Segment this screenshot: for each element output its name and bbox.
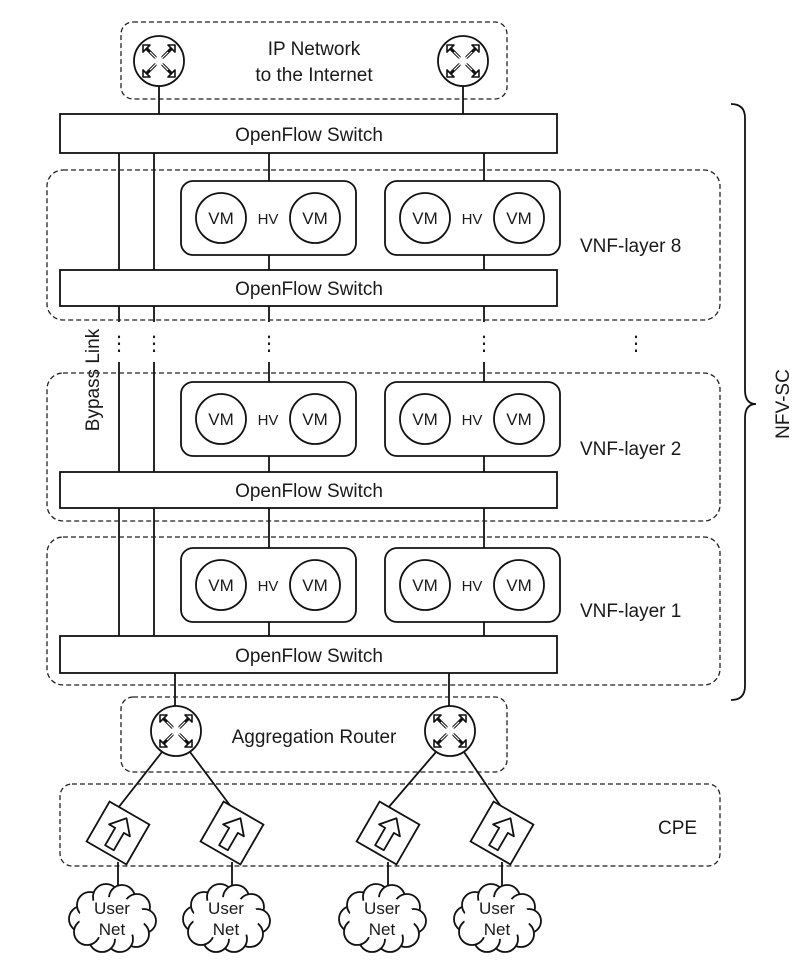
vm-label: VM bbox=[412, 209, 438, 228]
vm-circle bbox=[493, 559, 545, 611]
vm-label: VM bbox=[412, 576, 438, 595]
hv-label: HV bbox=[462, 412, 483, 429]
user-net-label-line1: User bbox=[479, 899, 515, 918]
vm-circle bbox=[493, 393, 545, 445]
user-net-label-line1: User bbox=[364, 899, 400, 918]
cpe-arrow-icon bbox=[469, 800, 535, 866]
vm-label: VM bbox=[302, 410, 328, 429]
user-net-label-line1: User bbox=[208, 899, 244, 918]
router-icon bbox=[133, 35, 185, 87]
router-icon bbox=[424, 705, 476, 757]
openflow-switch-layer-1-label: OpenFlow Switch bbox=[235, 646, 383, 667]
vm-label: VM bbox=[302, 576, 328, 595]
ellipsis-1: ⋮ bbox=[109, 333, 129, 355]
vm-label: VM bbox=[208, 576, 234, 595]
vm-label: VM bbox=[208, 209, 234, 228]
ellipsis-4: ⋮ bbox=[474, 333, 494, 355]
vnf-layer-1-label: VNF-layer 1 bbox=[580, 601, 681, 622]
ip-network-group bbox=[120, 21, 508, 100]
hv-label: HV bbox=[258, 578, 279, 595]
openflow-switch-top bbox=[59, 113, 558, 154]
openflow-switch-layer-1 bbox=[59, 635, 558, 674]
hypervisor-box: VM VM HV bbox=[180, 547, 357, 623]
openflow-switch-layer-8 bbox=[59, 269, 558, 307]
cpe-arrow-icon bbox=[199, 800, 265, 866]
cpe-devices bbox=[85, 800, 535, 866]
vnf-layer-2-label: VNF-layer 2 bbox=[580, 439, 681, 460]
openflow-switch-layer-2 bbox=[59, 471, 558, 509]
vnf-layer-2-group bbox=[46, 372, 721, 522]
vm-circle bbox=[399, 559, 451, 611]
vm-circle bbox=[289, 559, 341, 611]
routers bbox=[133, 35, 489, 757]
vm-label: VM bbox=[412, 410, 438, 429]
openflow-switch-top-label: OpenFlow Switch bbox=[235, 125, 383, 146]
hv-label: HV bbox=[462, 578, 483, 595]
vm-circle bbox=[195, 192, 247, 244]
vm-label: VM bbox=[506, 209, 532, 228]
vm-circle bbox=[493, 192, 545, 244]
vm-label: VM bbox=[506, 410, 532, 429]
aggregation-router-label: Aggregation Router bbox=[232, 727, 397, 748]
vm-label: VM bbox=[302, 209, 328, 228]
hv-label: HV bbox=[258, 211, 279, 228]
user-net-label-line1: User bbox=[94, 899, 130, 918]
link-agg-cpe-2 bbox=[189, 751, 233, 809]
ip-network-label-line2: to the Internet bbox=[255, 65, 373, 86]
vm-circle bbox=[195, 559, 247, 611]
vnf-layer-1-group bbox=[46, 536, 721, 686]
cpe-arrow-icon bbox=[355, 800, 421, 866]
hypervisor-box: VM VM HV bbox=[384, 547, 561, 623]
user-net-label-line2: Net bbox=[369, 920, 396, 939]
openflow-switch-layer-8-label: OpenFlow Switch bbox=[235, 279, 383, 300]
link-agg-cpe-3 bbox=[387, 751, 437, 809]
vnf-layer-8-group bbox=[46, 169, 721, 321]
nfv-sc-label: NFV-SC bbox=[773, 369, 794, 439]
vm-circle bbox=[289, 393, 341, 445]
hypervisor-box: VM VM HV bbox=[180, 381, 357, 457]
nfv-sc-brace bbox=[730, 103, 757, 701]
user-net-label-line2: Net bbox=[484, 920, 511, 939]
router-icon bbox=[150, 705, 202, 757]
hypervisor-box: VM VM HV bbox=[180, 180, 357, 256]
vm-circle bbox=[399, 393, 451, 445]
link-agg-cpe-1 bbox=[117, 751, 163, 809]
openflow-switch-layer-2-label: OpenFlow Switch bbox=[235, 481, 383, 502]
hv-label: HV bbox=[258, 412, 279, 429]
link-agg-cpe-4 bbox=[463, 751, 503, 809]
vnf-layer-8-label: VNF-layer 8 bbox=[580, 236, 681, 257]
vm-label: VM bbox=[506, 576, 532, 595]
router-icon bbox=[437, 35, 489, 87]
ellipsis-2: ⋮ bbox=[144, 333, 164, 355]
cpe-label: CPE bbox=[658, 818, 697, 839]
cpe-group bbox=[59, 783, 721, 867]
ellipsis-3: ⋮ bbox=[259, 333, 279, 355]
vm-circle bbox=[399, 192, 451, 244]
user-net-label-line2: Net bbox=[213, 920, 240, 939]
hypervisor-boxes: VM VM HV VM VM HV VM VM HV VM VM HV VM VM HV VM VM HV bbox=[180, 180, 561, 623]
vm-circle bbox=[195, 393, 247, 445]
vm-circle bbox=[289, 192, 341, 244]
vm-label: VM bbox=[208, 410, 234, 429]
bypass-link-label: Bypass Link bbox=[83, 328, 104, 431]
ellipsis-5: ⋮ bbox=[626, 333, 646, 355]
ellipsis-markers: ⋮ ⋮ ⋮ ⋮ ⋮ bbox=[109, 333, 646, 355]
bypass-label-bg bbox=[79, 358, 105, 458]
hypervisor-box: VM VM HV bbox=[384, 180, 561, 256]
user-net-label-line2: Net bbox=[99, 920, 126, 939]
aggregation-router-group bbox=[120, 696, 508, 773]
hypervisor-box: VM VM HV bbox=[384, 381, 561, 457]
cpe-arrow-icon bbox=[85, 800, 151, 866]
ip-network-label-line1: IP Network bbox=[268, 39, 361, 60]
hv-label: HV bbox=[462, 211, 483, 228]
